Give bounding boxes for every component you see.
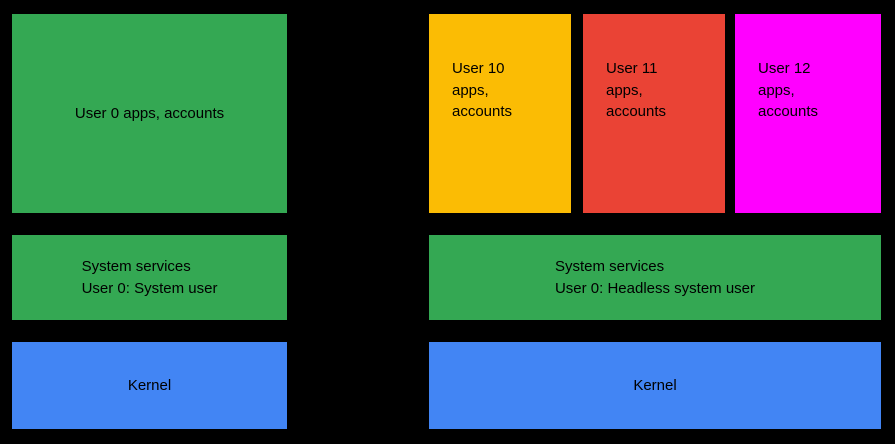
right-kernel-label: Kernel	[633, 376, 677, 394]
right-system-services-box: System services User 0: Headless system …	[429, 235, 881, 320]
left-user-apps-label: User 0 apps, accounts	[74, 104, 225, 122]
right-user-apps-box-user10: User 10 apps, accounts	[429, 14, 571, 213]
right-user-apps-label-user12: User 12 apps, accounts	[758, 59, 819, 121]
right-kernel-box: Kernel	[429, 342, 881, 429]
right-user-apps-box-user11: User 11 apps, accounts	[583, 14, 725, 213]
right-system-services-label: System services User 0: Headless system …	[554, 257, 756, 297]
right-user-apps-box-user12: User 12 apps, accounts	[735, 14, 881, 213]
right-user-apps-label-user11: User 11 apps, accounts	[606, 59, 667, 121]
right-user-apps-label-user10: User 10 apps, accounts	[452, 59, 513, 121]
left-system-services-box: System services User 0: System user	[12, 235, 287, 320]
left-kernel-label: Kernel	[127, 376, 172, 394]
left-kernel-box: Kernel	[12, 342, 287, 429]
left-system-services-label: System services User 0: System user	[81, 257, 218, 297]
left-user-apps-box: User 0 apps, accounts	[12, 14, 287, 213]
